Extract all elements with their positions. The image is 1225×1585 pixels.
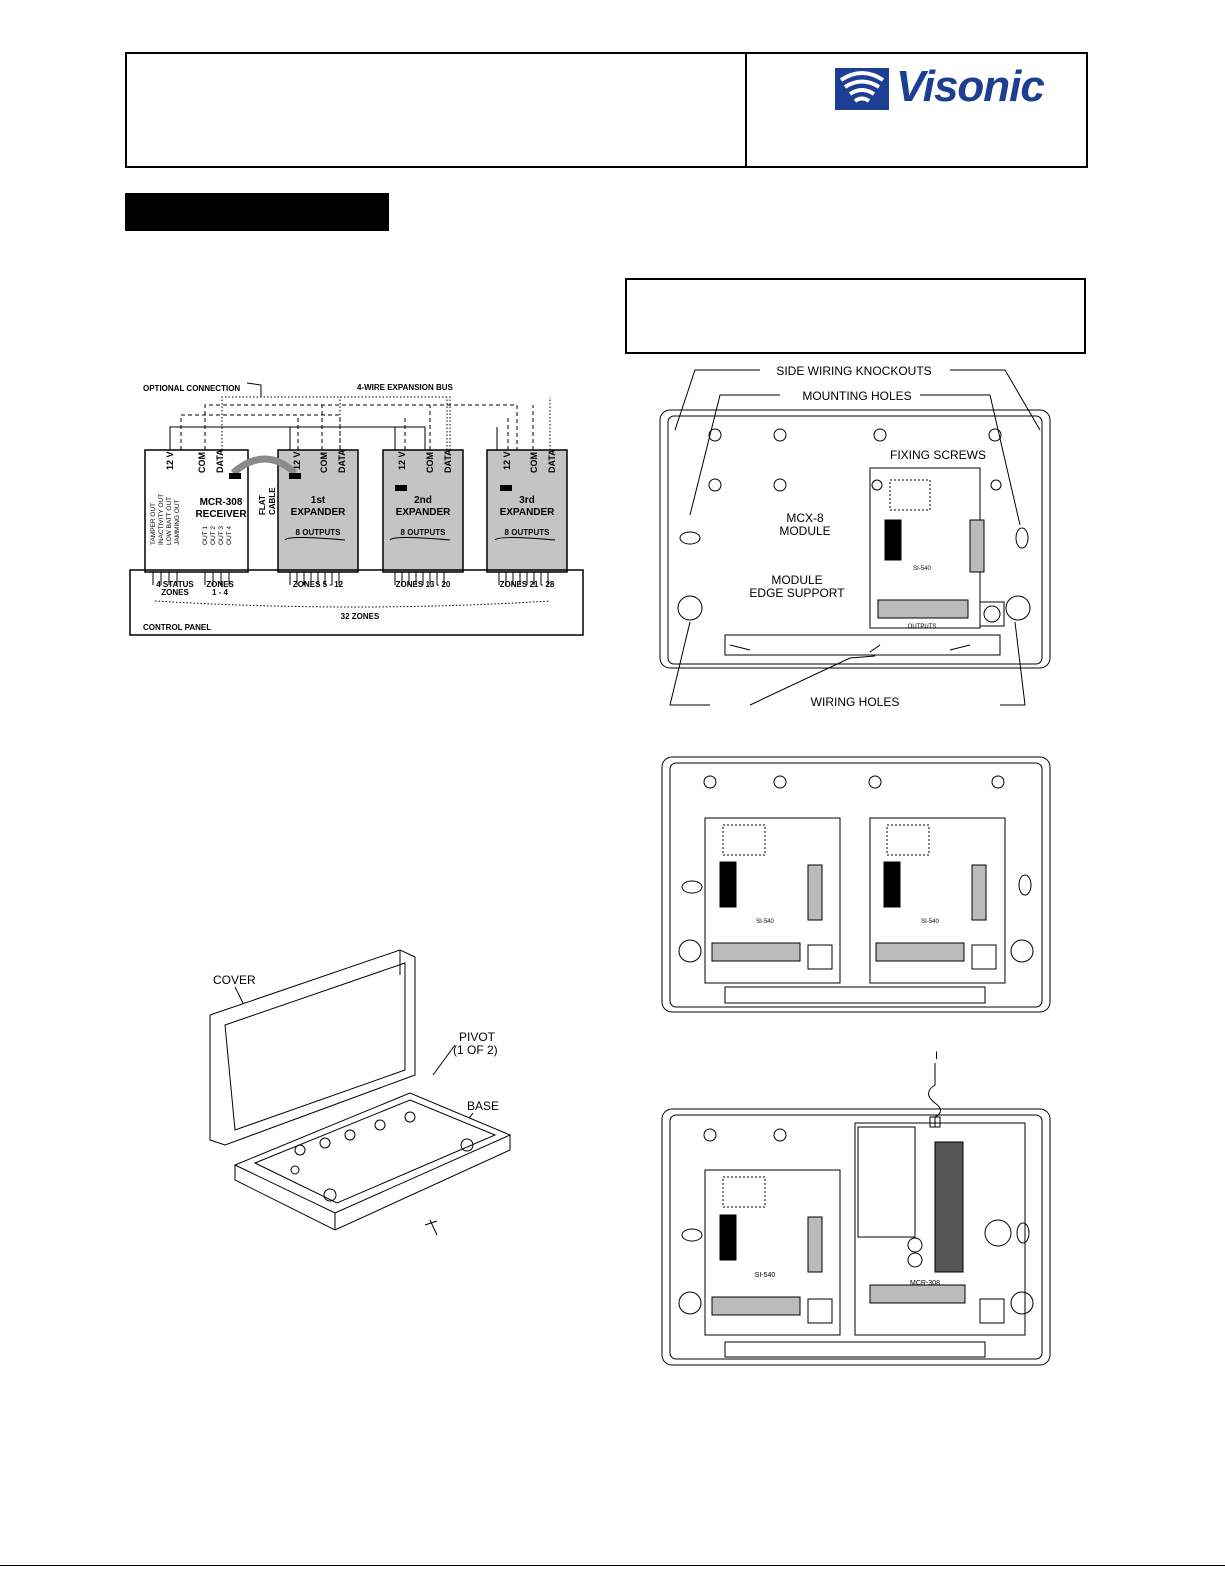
receiver-board-label: MCR-308	[910, 1280, 940, 1287]
svg-text:2nd: 2nd	[414, 495, 432, 506]
visonic-logo-text: Visonic	[896, 62, 1045, 111]
svg-text:OUT 1: OUT 1	[202, 526, 209, 545]
fixing-screws-label: FIXING SCREWS	[890, 448, 986, 462]
svg-text:OUT 4: OUT 4	[226, 526, 233, 545]
svg-text:DATA: DATA	[215, 449, 225, 473]
svg-text:MODULE: MODULE	[779, 524, 830, 538]
svg-text:ZONES: ZONES	[206, 580, 234, 589]
antenna-label: I	[935, 1050, 938, 1062]
svg-text:MODULE: MODULE	[771, 573, 822, 587]
svg-text:EDGE SUPPORT: EDGE SUPPORT	[749, 586, 845, 600]
mounting-holes-label: MOUNTING HOLES	[802, 389, 911, 403]
svg-text:COM: COM	[319, 452, 329, 473]
section-heading-bar	[125, 193, 389, 231]
svg-text:(1 OF 2): (1 OF 2)	[453, 1043, 498, 1057]
header-frame	[125, 52, 1088, 168]
base-label: BASE	[467, 1099, 499, 1113]
svg-text:COM: COM	[425, 452, 435, 473]
svg-text:PIVOT: PIVOT	[459, 1030, 496, 1044]
svg-text:COM: COM	[197, 452, 207, 473]
svg-text:DATA: DATA	[337, 449, 347, 473]
wiring-diagram: OPTIONAL CONNECTION 4-WIRE EXPANSION BUS…	[129, 382, 584, 636]
svg-text:3rd: 3rd	[519, 495, 535, 506]
side-knockouts-label: SIDE WIRING KNOCKOUTS	[776, 364, 931, 378]
svg-text:SI-540: SI-540	[913, 566, 931, 572]
svg-text:12 V: 12 V	[502, 451, 512, 470]
svg-text:EXPANDER: EXPANDER	[291, 507, 347, 518]
receiver-title-1: MCR-308	[200, 497, 243, 508]
svg-text:MCX-8: MCX-8	[786, 511, 824, 525]
svg-text:8 OUTPUTS: 8 OUTPUTS	[296, 528, 342, 537]
svg-text:JAMMING OUT: JAMMING OUT	[174, 499, 181, 545]
svg-text:ZONES 5 - 12: ZONES 5 - 12	[293, 580, 344, 589]
receiver-title-2: RECEIVER	[195, 509, 247, 520]
visonic-logo-icon	[835, 68, 889, 110]
bus-label: 4-WIRE EXPANSION BUS	[357, 383, 454, 392]
svg-text:EXPANDER: EXPANDER	[396, 507, 452, 518]
svg-text:OUT 3: OUT 3	[218, 526, 225, 545]
svg-text:LOW BATT OUT: LOW BATT OUT	[166, 497, 173, 545]
svg-text:1 - 4: 1 - 4	[212, 588, 229, 597]
svg-text:12 V: 12 V	[292, 451, 302, 470]
svg-text:8 OUTPUTS: 8 OUTPUTS	[401, 528, 447, 537]
svg-text:SI-540: SI-540	[921, 919, 939, 925]
enclosure-two-modules: SI-540 SI-540	[661, 756, 1051, 1013]
antenna-icon	[928, 1063, 941, 1127]
svg-text:TAMPER OUT: TAMPER OUT	[150, 503, 157, 545]
svg-text:SI-540: SI-540	[756, 919, 774, 925]
enclosure-diagram: SIDE WIRING KNOCKOUTS MOUNTING HOLES FIX…	[659, 364, 1051, 709]
flat-cable	[230, 455, 298, 476]
control-panel-label: CONTROL PANEL	[143, 623, 211, 632]
svg-text:EXPANDER: EXPANDER	[500, 507, 556, 518]
svg-text:OUT 2: OUT 2	[210, 526, 217, 545]
svg-text:ZONES: ZONES	[161, 588, 189, 597]
svg-text:INACTIVITY OUT: INACTIVITY OUT	[158, 494, 165, 545]
svg-text:8 OUTPUTS: 8 OUTPUTS	[505, 528, 551, 537]
svg-text:32 ZONES: 32 ZONES	[341, 612, 380, 621]
expander-2-box	[382, 449, 464, 573]
optional-connection-label: OPTIONAL CONNECTION	[143, 384, 240, 393]
svg-text:12 V: 12 V	[397, 451, 407, 470]
svg-text:SI-540: SI-540	[755, 1272, 776, 1279]
svg-text:ZONES 21 - 28: ZONES 21 - 28	[500, 580, 555, 589]
svg-text:OUTPUTS: OUTPUTS	[908, 624, 937, 630]
expander-3-box	[486, 449, 568, 573]
svg-text:4 STATUS: 4 STATUS	[156, 580, 194, 589]
enclosure-with-receiver: I SI-540 MCR-308	[661, 1050, 1051, 1366]
svg-text:FLAT: FLAT	[258, 495, 267, 515]
svg-text:ZONES 13 - 20: ZONES 13 - 20	[396, 580, 451, 589]
svg-text:CABLE: CABLE	[268, 487, 277, 515]
svg-text:DATA: DATA	[443, 449, 453, 473]
svg-text:1st: 1st	[311, 495, 326, 506]
cover-base-diagram: COVER PIVOT (1 OF 2) BASE	[209, 949, 512, 1236]
control-panel-box	[129, 569, 584, 636]
note-box	[625, 278, 1086, 354]
header-divider	[745, 52, 747, 168]
wiring-holes-label: WIRING HOLES	[811, 695, 900, 709]
svg-text:COM: COM	[529, 452, 539, 473]
svg-text:DATA: DATA	[547, 449, 557, 473]
footer-rule	[0, 1565, 1225, 1566]
cover-label: COVER	[213, 973, 256, 987]
svg-text:12 V: 12 V	[165, 451, 175, 470]
